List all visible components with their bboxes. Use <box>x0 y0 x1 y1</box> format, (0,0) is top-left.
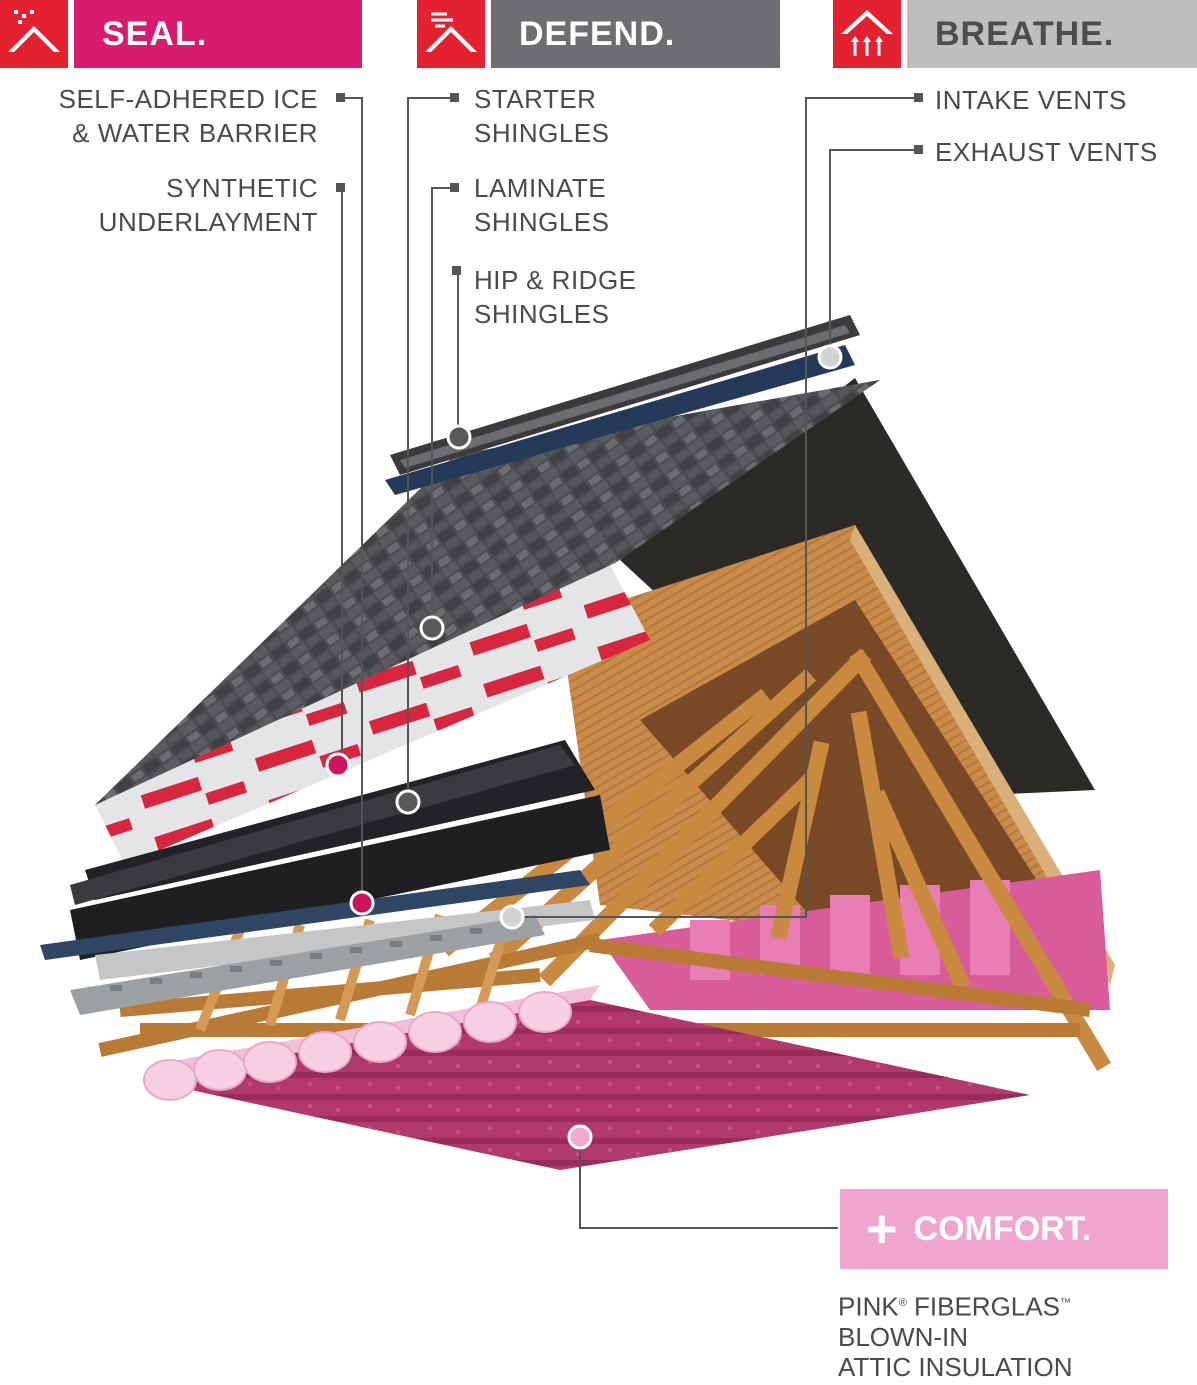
laminate-label-line1: LAMINATE <box>474 173 607 203</box>
starter-shingles-label: STARTER SHINGLES <box>474 82 694 150</box>
insulation-callout <box>567 1124 593 1150</box>
comfort-header: + COMFORT. <box>840 1189 1168 1269</box>
intake-callout <box>499 904 525 930</box>
ice-barrier-label-line1: SELF-ADHERED ICE <box>58 84 318 114</box>
laminate-callout <box>419 615 445 641</box>
insulation-label-line1: PINK® FIBERGLAS™ <box>838 1288 1073 1322</box>
starter-callout <box>395 789 421 815</box>
ice-barrier-callout <box>349 890 375 916</box>
insulation-name: FIBERGLAS <box>906 1291 1060 1322</box>
underlayment-callout <box>325 752 351 778</box>
underlayment-label: SYNTHETIC UNDERLAYMENT <box>20 171 318 239</box>
hip-label-line2: SHINGLES <box>474 299 610 329</box>
ice-barrier-label: SELF-ADHERED ICE & WATER BARRIER <box>20 82 318 150</box>
laminate-label-line2: SHINGLES <box>474 207 610 237</box>
hip-label-line1: HIP & RIDGE <box>474 265 637 295</box>
roof-wind-icon <box>417 0 485 68</box>
underlayment-label-line2: UNDERLAYMENT <box>98 207 318 237</box>
roof-airflow-icon <box>833 0 901 68</box>
laminate-shingles-label: LAMINATE SHINGLES <box>474 171 694 239</box>
insulation-label-line3: ATTIC INSULATION <box>838 1351 1073 1382</box>
breathe-header: BREATHE. <box>907 0 1197 68</box>
hip-ridge-callout <box>446 424 472 450</box>
insulation-label: PINK® FIBERGLAS™ BLOWN-IN ATTIC INSULATI… <box>838 1288 1073 1382</box>
insulation-brand: PINK <box>838 1291 899 1322</box>
trademark: ™ <box>1059 1297 1071 1309</box>
seal-header: SEAL. <box>74 0 362 68</box>
exhaust-callout <box>817 344 843 370</box>
registered-mark: ® <box>898 1297 907 1309</box>
comfort-header-text: COMFORT. <box>913 1209 1092 1248</box>
underlayment-label-line1: SYNTHETIC <box>166 173 318 203</box>
defend-header: DEFEND. <box>491 0 780 68</box>
intake-vents-label: INTAKE VENTS <box>935 85 1127 115</box>
ice-barrier-label-line2: & WATER BARRIER <box>72 118 318 148</box>
starter-label-line1: STARTER <box>474 84 597 114</box>
starter-label-line2: SHINGLES <box>474 118 610 148</box>
hip-ridge-shingles-label: HIP & RIDGE SHINGLES <box>474 263 694 331</box>
plus-icon: + <box>866 1199 898 1259</box>
exhaust-vents-label: EXHAUST VENTS <box>935 137 1158 167</box>
insulation-label-line2: BLOWN-IN <box>838 1321 968 1352</box>
roof-rain-icon <box>0 0 68 68</box>
